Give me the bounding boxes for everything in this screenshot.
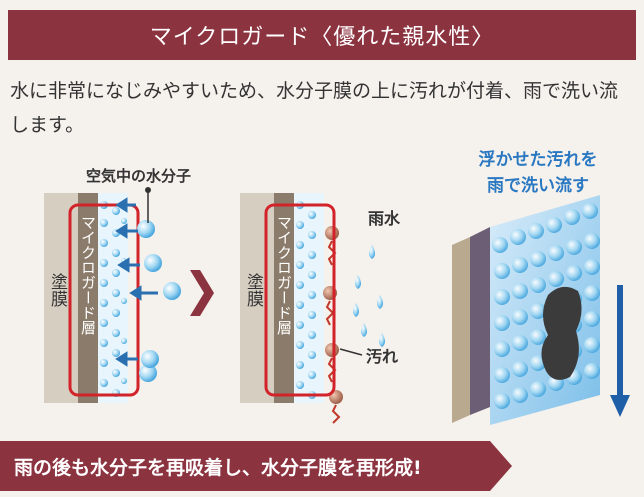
bottom-banner: 雨の後も水分子を再吸着し、水分子膜を再形成! (0, 441, 512, 491)
middle-panel (240, 193, 385, 424)
water-molecules-3d (492, 203, 600, 409)
section-title: マイクロガード〈優れた親水性〉 (8, 10, 636, 60)
water-molecule (137, 220, 155, 238)
water-molecule (163, 282, 181, 300)
left-layer-label: マイクロガード層 (79, 215, 97, 335)
rain-drops (353, 245, 385, 347)
water-molecule (139, 364, 157, 382)
air-water-label: 空気中の水分子 (86, 167, 192, 185)
water-molecule (144, 254, 162, 272)
highlight-frame (68, 203, 140, 397)
microguard-layer (274, 193, 294, 403)
down-arrow-icon (610, 285, 630, 417)
right-panel (452, 195, 630, 425)
caption-line-2: 雨で洗い流す (487, 176, 589, 196)
dirt-callout-line (339, 348, 363, 356)
highlight-frame (264, 203, 336, 397)
adsorb-arrows (115, 197, 158, 367)
microguard-layer (78, 193, 98, 403)
caption-line-1: 浮かせた汚れを (478, 150, 598, 170)
next-arrow-icon (190, 270, 214, 316)
coating-3d (452, 237, 470, 423)
coating-layer (240, 193, 274, 403)
left-panel (44, 187, 181, 403)
microguard-3d (470, 227, 490, 415)
middle-layer-label: マイクロガード層 (275, 215, 293, 335)
hydrophilic-diagram: 空気中の水分子 塗膜 マイクロガード層 塗膜 マイクロガード層 雨水 汚れ 浮か… (0, 145, 644, 435)
dirt-label: 汚れ (366, 347, 399, 366)
middle-coating-label: 塗膜 (243, 273, 263, 307)
right-caption: 浮かせた汚れを 雨で洗い流す (448, 147, 628, 199)
left-coating-label: 塗膜 (47, 273, 67, 307)
dirt-blob (541, 286, 582, 380)
coating-layer (44, 193, 78, 403)
lead-paragraph: 水に非常になじみやすいため、水分子膜の上に汚れが付着、雨で洗い流します。 (10, 80, 619, 136)
rain-label: 雨水 (368, 209, 401, 228)
water-film-dots (296, 201, 316, 399)
diagram-svg (44, 187, 630, 425)
water-molecule (141, 350, 159, 368)
